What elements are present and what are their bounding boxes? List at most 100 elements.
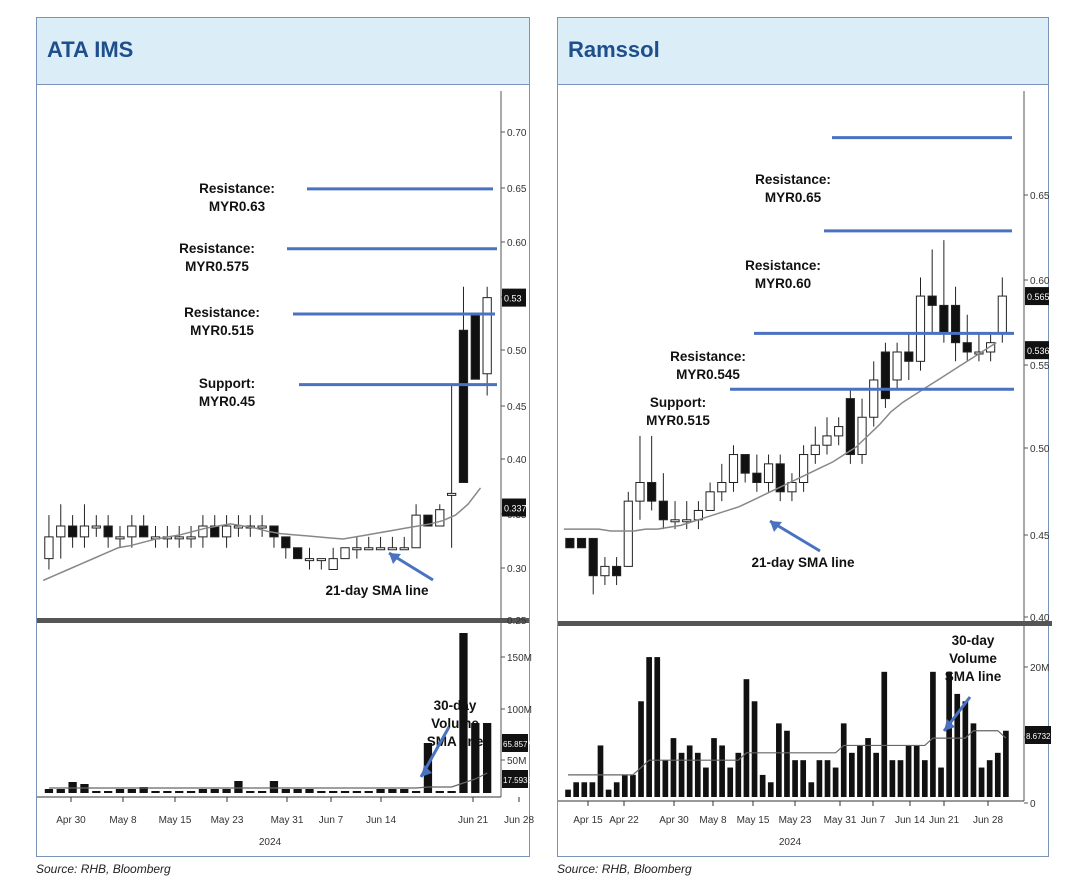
candle-body [423, 514, 433, 527]
panel-header: Ramssol [558, 18, 1048, 85]
volume-bar [954, 693, 961, 797]
volume-bar [329, 791, 338, 793]
volume-bar [257, 791, 267, 793]
candle-body [257, 525, 267, 529]
candle-body [316, 558, 326, 562]
price-tick-label: 0.50 [507, 346, 527, 357]
volume-bar [694, 752, 701, 797]
candle-body [822, 435, 832, 446]
volume-bar [678, 752, 685, 797]
candle-body [915, 295, 926, 362]
x-tick-label: Jun 14 [895, 815, 925, 826]
last-price-marker [1025, 341, 1049, 360]
candle-body [293, 547, 303, 560]
candle-body [635, 482, 645, 502]
year-label: 2024 [259, 837, 282, 848]
volume-bar [824, 760, 831, 797]
level-label-line1: Resistance: [184, 305, 260, 320]
candle-body [857, 416, 867, 456]
volume-marker-label: 17.5938M [503, 776, 539, 785]
price-tick-label: 0.50 [1030, 444, 1050, 455]
chart-title: ATA IMS [47, 37, 134, 62]
volume-bar [388, 789, 397, 793]
candle-body [904, 351, 914, 362]
volume-bar [832, 767, 839, 797]
last-price-marker-label: 0.565 [1027, 292, 1050, 302]
price-tick-label: 0.45 [507, 402, 527, 413]
level-label-line2: MYR0.515 [646, 413, 710, 428]
candle-body [565, 537, 575, 549]
volume-bar [897, 760, 904, 797]
x-tick-label: Apr 22 [609, 815, 639, 826]
volume-bar [56, 789, 65, 793]
volume-bar [792, 760, 798, 797]
volume-bar [376, 789, 385, 793]
last-price-marker-label: 0.53 [504, 294, 522, 304]
volume-bar [597, 745, 604, 797]
candle-body [799, 454, 809, 483]
x-tick-label: May 31 [271, 815, 304, 826]
candle-body [623, 500, 633, 567]
volume-bar [767, 782, 774, 797]
volume-sma-label: SMA line [945, 669, 1002, 684]
x-tick-label: May 8 [109, 815, 137, 826]
level-label-line2: MYR0.515 [190, 323, 254, 338]
ramssol-chart: 0.650.600.550.500.450.400.5650.53620M10M… [558, 91, 1057, 848]
candle-body [939, 304, 949, 334]
candle-body [576, 537, 587, 549]
price-tick-label: 0.60 [507, 238, 527, 249]
volume-bar [662, 760, 669, 797]
panel-separator [558, 621, 1052, 626]
volume-bar [471, 723, 480, 793]
volume-bar [198, 789, 208, 793]
x-tick-label: Apr 30 [659, 815, 689, 826]
volume-sma-label: Volume [431, 716, 479, 731]
volume-bar [800, 760, 807, 797]
price-tick-label: 0.65 [1030, 191, 1050, 202]
panel-separator [37, 618, 529, 623]
price-tick-label: 0.30 [507, 564, 527, 575]
volume-bar [840, 723, 847, 797]
level-label-line1: Resistance: [745, 258, 821, 273]
volume-bar [921, 760, 928, 797]
candle-body [845, 398, 855, 456]
volume-tick-label: 20M [1030, 663, 1049, 674]
candle-body [950, 304, 961, 344]
volume-bar [962, 701, 969, 797]
last-price-marker-label: 0.337 [504, 504, 527, 514]
volume-bar [711, 738, 717, 797]
last-price-marker [502, 288, 526, 307]
candle-body [705, 491, 715, 511]
volume-bar [703, 767, 709, 797]
x-tick-label: May 23 [779, 815, 812, 826]
volume-marker-label: 65.857M [503, 740, 534, 749]
candle-body [174, 536, 184, 540]
chart-panel-ata-ims: ATA IMS 0.700.650.600.550.500.450.400.35… [36, 17, 539, 857]
volume-bar [930, 671, 936, 797]
candle-body [91, 525, 101, 529]
level-label-line2: MYR0.575 [185, 259, 249, 274]
candle-body [670, 519, 680, 523]
volume-tick-label: 100M [507, 705, 532, 716]
x-tick-label: May 8 [699, 815, 727, 826]
volume-marker-label: 8.6732M [1026, 732, 1057, 741]
volume-sma-label: Volume [949, 651, 997, 666]
candle-body [115, 536, 125, 540]
volume-bar [970, 723, 977, 797]
x-tick-label: Jun 28 [973, 815, 1003, 826]
candle-body [470, 313, 480, 380]
volume-bar [881, 671, 888, 797]
volume-bar [613, 782, 620, 797]
volume-bar [727, 767, 734, 797]
candle-body [387, 547, 398, 551]
candle-body [186, 536, 196, 540]
volume-bar [986, 760, 993, 797]
volume-bar [638, 701, 644, 797]
volume-bar [889, 760, 896, 797]
candle-body [927, 295, 937, 306]
candle-body [588, 537, 598, 577]
candle-body [810, 444, 820, 456]
volume-bar [905, 745, 912, 797]
volume-bar [621, 774, 628, 797]
candle-body [340, 547, 350, 560]
